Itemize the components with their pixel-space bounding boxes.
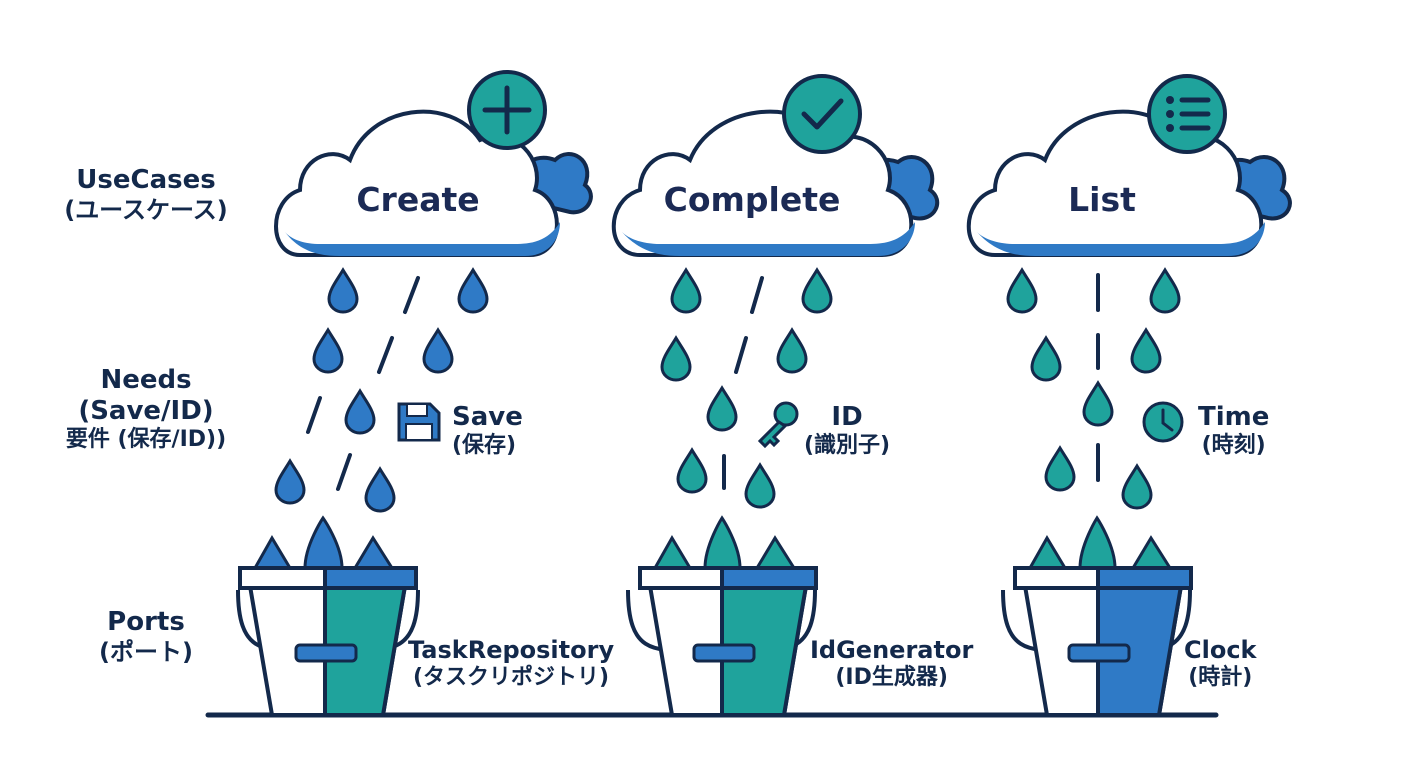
need-label-time: Time (時刻) — [1198, 402, 1269, 460]
need-title: ID — [831, 402, 863, 432]
usecase-list-group — [966, 74, 1292, 717]
need-subtitle: (保存) — [452, 433, 517, 459]
port-label-clock: Clock (時計) — [1184, 636, 1257, 691]
usecase-title-create: Create — [356, 180, 480, 219]
usecase-title-complete: Complete — [663, 180, 841, 219]
need-label-save: Save (保存) — [452, 402, 523, 460]
row-label-subtitle: (ユースケース) — [64, 196, 228, 225]
cloud-base-shade — [622, 222, 915, 256]
port-subtitle: (ID生成器) — [835, 664, 948, 690]
row-label-title: UseCases — [76, 165, 216, 195]
port-title: IdGenerator — [810, 636, 974, 664]
need-subtitle: (識別子) — [804, 433, 891, 459]
port-title: TaskRepository — [408, 636, 615, 664]
port-label-taskrepository: TaskRepository (タスクリポジトリ) — [408, 636, 614, 691]
row-label-subtitle: (ポート) — [99, 638, 193, 667]
cloud-create — [274, 109, 559, 257]
bucket-clock — [1001, 515, 1193, 717]
row-label-usecases: UseCases (ユースケース) — [26, 165, 266, 225]
row-label-title-2: (Save/ID) — [78, 396, 214, 427]
cloud-base-shade — [285, 222, 560, 256]
usecase-title-list: List — [1068, 180, 1136, 219]
usecase-complete-group — [611, 74, 940, 717]
rain-streaks-complete — [722, 276, 764, 490]
plus-icon — [467, 70, 547, 150]
bucket-idgenerator — [626, 515, 818, 717]
drops-create — [274, 268, 489, 513]
port-subtitle: (タスクリポジトリ) — [412, 664, 610, 690]
drops-complete — [660, 268, 833, 509]
row-label-subtitle: 要件 (保存/ID)) — [65, 427, 227, 453]
port-subtitle: (時計) — [1188, 664, 1253, 690]
need-title: Save — [452, 402, 523, 432]
port-title: Clock — [1184, 636, 1257, 664]
clock-icon — [1142, 401, 1184, 443]
rain-streaks-create — [306, 276, 420, 491]
list-icon — [1147, 74, 1227, 154]
key-icon — [757, 401, 799, 449]
need-label-id: ID (識別子) — [804, 402, 890, 460]
need-subtitle: (時刻) — [1201, 433, 1266, 459]
row-label-title: Needs — [100, 365, 192, 395]
row-label-ports: Ports (ポート) — [26, 607, 266, 667]
drops-list — [1006, 268, 1181, 510]
row-label-needs: Needs (Save/ID) 要件 (保存/ID)) — [26, 365, 266, 454]
row-label-title: Ports — [107, 607, 185, 637]
floppy-disk-icon — [397, 402, 441, 442]
port-label-idgenerator: IdGenerator (ID生成器) — [810, 636, 973, 691]
check-icon — [782, 74, 862, 154]
cloud-base-shade — [977, 222, 1265, 256]
need-title: Time — [1198, 402, 1270, 432]
usecase-create-group — [236, 70, 593, 717]
bucket-taskrepository — [236, 515, 420, 717]
